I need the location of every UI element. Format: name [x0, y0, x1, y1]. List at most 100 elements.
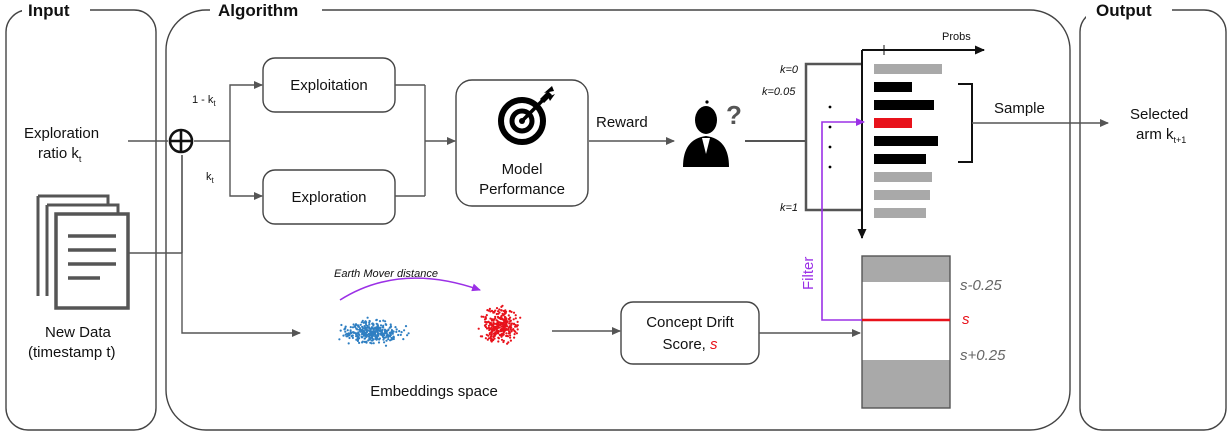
embedding-point	[490, 333, 493, 336]
exploration-label: Exploration	[291, 189, 366, 206]
embedding-point	[500, 323, 503, 326]
embedding-point	[488, 307, 491, 310]
embedding-point	[378, 320, 382, 323]
embedding-point	[364, 334, 367, 337]
embedding-point	[489, 336, 492, 339]
embedding-point	[375, 338, 378, 341]
selected-arm-line1: Selected	[1130, 106, 1188, 123]
embedding-point	[349, 332, 352, 335]
embedding-point	[495, 323, 498, 326]
embedding-point	[368, 336, 371, 339]
embedding-point	[351, 336, 354, 339]
embedding-point	[361, 332, 364, 335]
red-embedding-cluster	[477, 304, 522, 345]
embedding-point	[366, 324, 369, 328]
embedding-point	[382, 319, 385, 322]
embedding-point	[481, 335, 484, 338]
embedding-point	[358, 341, 361, 344]
embedding-point	[510, 310, 513, 313]
embedding-point	[508, 325, 511, 328]
output-panel: Output	[1079, 0, 1227, 431]
embedding-point	[486, 321, 489, 324]
embedding-point	[510, 326, 513, 329]
embedding-point	[361, 325, 364, 328]
embedding-point	[388, 326, 391, 329]
embedding-point	[485, 333, 488, 336]
embedding-point	[381, 326, 384, 329]
embedding-point	[390, 329, 393, 332]
embedding-point	[384, 332, 387, 335]
embedding-point	[364, 332, 367, 335]
embedding-point	[497, 310, 500, 313]
embedding-point	[490, 339, 493, 342]
embedding-point	[509, 336, 512, 339]
output-title: Output	[1096, 1, 1152, 20]
merge-connectors	[395, 84, 456, 197]
embedding-point	[403, 329, 406, 332]
probs-axes	[857, 45, 985, 239]
embedding-point	[358, 328, 361, 331]
target-icon	[498, 86, 555, 145]
embedding-point	[490, 323, 494, 326]
embedding-point	[502, 318, 505, 321]
embedding-point	[515, 325, 519, 328]
embedding-point	[343, 328, 346, 331]
embedding-point	[345, 332, 349, 335]
embedding-point	[494, 333, 497, 336]
concept-drift-line1: Concept Drift	[646, 314, 734, 331]
k0-label: k=0	[780, 64, 799, 76]
embedding-point	[387, 338, 390, 341]
document-stack-icon	[36, 194, 130, 310]
embedding-point	[509, 334, 512, 337]
filter-label: Filter	[800, 257, 817, 290]
prob-bar	[874, 208, 926, 218]
embedding-point	[514, 314, 517, 317]
embedding-point	[365, 328, 368, 331]
embedding-point	[347, 334, 350, 337]
embedding-point	[367, 332, 370, 336]
embedding-point	[498, 321, 501, 324]
embedding-point	[359, 323, 362, 326]
emd-arrow	[339, 277, 481, 301]
input-panel: Input	[5, 0, 157, 431]
k-bracket	[804, 62, 862, 212]
embedding-point	[498, 311, 501, 314]
exploration-ratio-line2: ratio kt	[38, 145, 82, 164]
embedding-point	[508, 310, 511, 313]
embedding-point	[383, 334, 386, 337]
embedding-point	[513, 336, 516, 339]
embedding-point	[494, 315, 497, 318]
embedding-point	[383, 336, 386, 339]
sample-label: Sample	[994, 100, 1045, 117]
embedding-point	[485, 314, 488, 317]
filter-arrow	[821, 118, 865, 321]
embedding-point	[503, 319, 506, 323]
embedding-point	[339, 329, 342, 332]
embedding-point	[512, 311, 516, 314]
embedding-point	[375, 319, 378, 322]
embedding-point	[380, 331, 383, 334]
embedding-point	[352, 323, 355, 326]
embedding-point	[489, 317, 492, 320]
embedding-point	[500, 314, 503, 318]
embedding-point	[370, 342, 373, 345]
exploitation-label: Exploitation	[290, 77, 368, 94]
embedding-point	[372, 330, 376, 333]
embedding-point	[375, 329, 378, 332]
embedding-point	[378, 329, 381, 332]
embedding-point	[366, 316, 369, 319]
embedding-point	[514, 317, 517, 320]
embedding-point	[489, 310, 492, 313]
algorithm-title: Algorithm	[218, 1, 298, 20]
embedding-point	[514, 323, 517, 327]
embedding-point	[364, 322, 367, 325]
embedding-point	[496, 324, 499, 327]
embedding-point	[492, 310, 495, 313]
embedding-point	[365, 334, 368, 337]
embedding-point	[516, 328, 519, 331]
embedding-point	[506, 335, 510, 338]
embedding-point	[377, 332, 380, 335]
embedding-point	[392, 330, 395, 333]
xor-junction-icon	[168, 128, 194, 154]
concept-drift-line2: Score, s	[662, 336, 718, 353]
